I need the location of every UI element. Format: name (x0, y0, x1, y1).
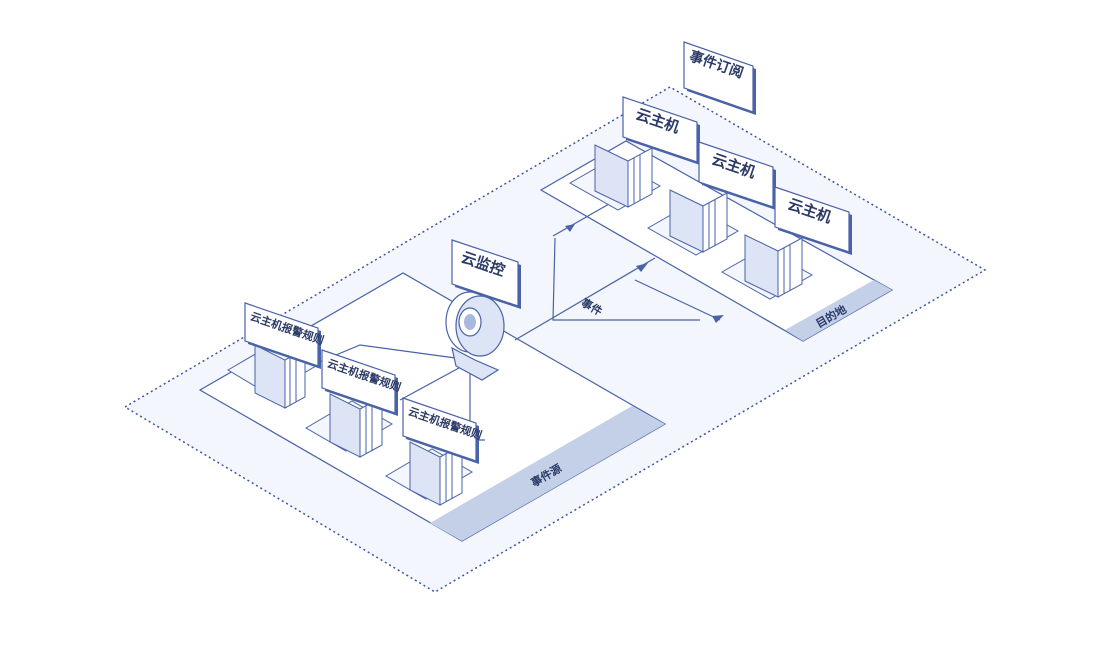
cloud-monitor-node (445, 291, 505, 381)
server-stack (669, 189, 728, 253)
event-source-band (430, 406, 665, 541)
server-stack (329, 393, 383, 458)
cloud-host-3: 云主机 (720, 186, 852, 300)
server-stack (594, 144, 653, 208)
arrow-heads (565, 224, 724, 323)
branch-line-bottom (634, 279, 721, 321)
alarm-rule-2: 云主机报警规则 (305, 349, 403, 458)
arrow-head-1 (565, 224, 575, 232)
server-stack (254, 344, 306, 409)
arrow-head-3 (712, 315, 724, 323)
server-stack (744, 234, 803, 298)
destination-band (785, 280, 892, 341)
monitor-to-destination-line (514, 257, 656, 341)
cloud-monitor-tag: 云监控 (451, 239, 521, 309)
alarm-rule-3: 云主机报警规则 (385, 397, 484, 506)
arrow-head-2 (636, 263, 648, 272)
cloud-host-1: 云主机 (568, 96, 700, 211)
cloud-host-2: 云主机 (646, 141, 776, 256)
flow-line (552, 237, 700, 321)
rule2-to-monitor-line (399, 361, 471, 401)
event-subscription-tag: 事件订阅 (683, 41, 756, 115)
alarm-rule-1: 云主机报警规则 (227, 302, 326, 409)
